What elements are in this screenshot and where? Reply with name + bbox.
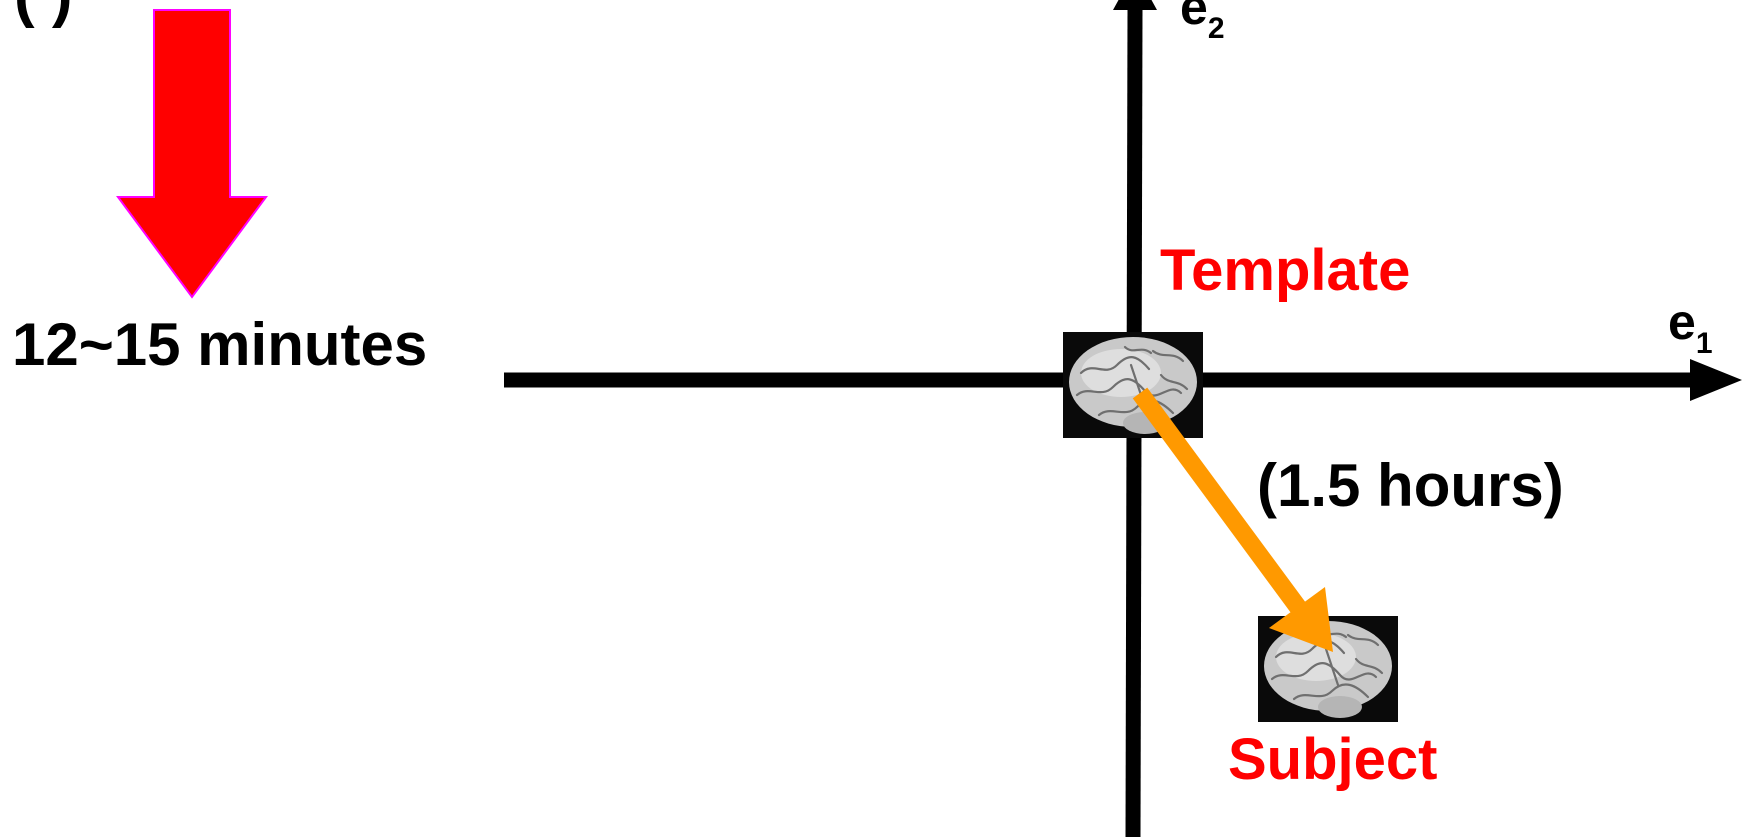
- down-arrow: [116, 9, 268, 299]
- axis-e1-label: e1: [1668, 294, 1713, 359]
- axis-e1-subscript: 1: [1695, 327, 1713, 360]
- template-label: Template: [1160, 238, 1411, 303]
- top-cut-text: ( ): [14, 0, 73, 26]
- registration-arrowhead: [1269, 587, 1333, 652]
- axis-e1-base: e: [1668, 294, 1696, 350]
- slow-time-label: (1.5 hours): [1257, 452, 1564, 519]
- axis-e2-subscript: 2: [1207, 12, 1225, 45]
- fast-time-label: 12~15 minutes: [12, 311, 428, 378]
- registration-arrow: [1132, 387, 1308, 616]
- axis-e2-label: e2: [1180, 0, 1225, 44]
- axis-e2-base: e: [1180, 0, 1208, 35]
- axis-e2-arrowhead: [1113, 0, 1157, 10]
- axis-e1-arrowhead: [1690, 359, 1742, 401]
- subject-label: Subject: [1228, 727, 1438, 792]
- template-brain-icon: [1061, 330, 1205, 440]
